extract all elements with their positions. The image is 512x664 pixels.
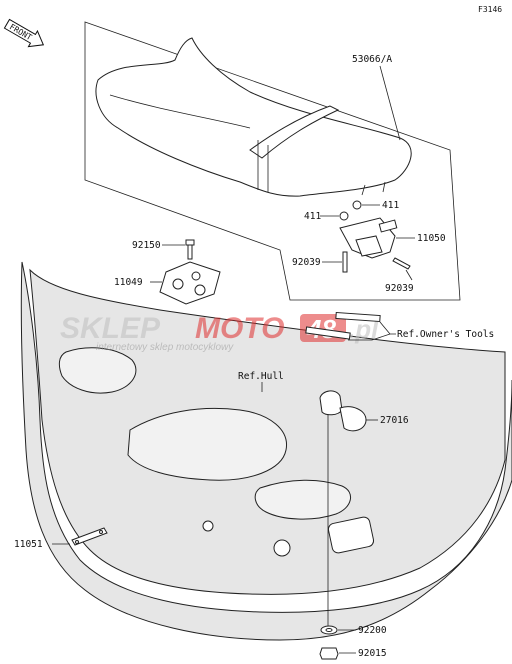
seat-hook-bracket — [339, 217, 398, 259]
seat-assembly-frame — [84, 21, 461, 301]
watermark-tagline: internetowy sklep motocyklowy — [96, 342, 234, 353]
washer — [320, 625, 338, 635]
front-arrow-icon: FRONT — [3, 18, 45, 48]
bolt-top — [185, 239, 195, 260]
label-nut-b: 411 — [304, 211, 321, 222]
nut-icon — [352, 200, 362, 210]
label-nut-bottom: 92015 — [358, 648, 387, 659]
label-strap: 11051 — [14, 539, 43, 550]
label-bracket: 11050 — [417, 233, 446, 244]
label-bolt-right: 92039 — [385, 283, 414, 294]
label-hull: Ref.Hull — [238, 371, 284, 382]
bolt-right — [392, 257, 411, 270]
label-ref-tools: Ref.Owner's Tools — [397, 329, 494, 340]
washer-icon — [339, 211, 349, 221]
nut-bottom — [319, 647, 339, 660]
bolt-left — [342, 251, 348, 273]
leader-seat — [379, 65, 401, 141]
seat — [95, 37, 412, 197]
label-seat: 53066/A — [352, 54, 392, 65]
cap — [319, 390, 367, 432]
watermark-brand-b: MOTO — [195, 312, 284, 345]
figure-code: F3146 — [478, 5, 502, 14]
tool-straps — [305, 311, 381, 340]
label-nut-a: 411 — [382, 200, 399, 211]
plate — [159, 261, 221, 305]
watermark-brand-a: SKLEP — [60, 312, 161, 345]
label-bolt-left: 92039 — [292, 257, 321, 268]
label-plate: 11049 — [114, 277, 143, 288]
front-label: FRONT — [8, 22, 34, 42]
strap — [71, 527, 108, 546]
hull — [20, 261, 512, 641]
label-washer: 92200 — [358, 625, 387, 636]
label-cap: 27016 — [380, 415, 409, 426]
label-bolt-top: 92150 — [132, 240, 161, 251]
